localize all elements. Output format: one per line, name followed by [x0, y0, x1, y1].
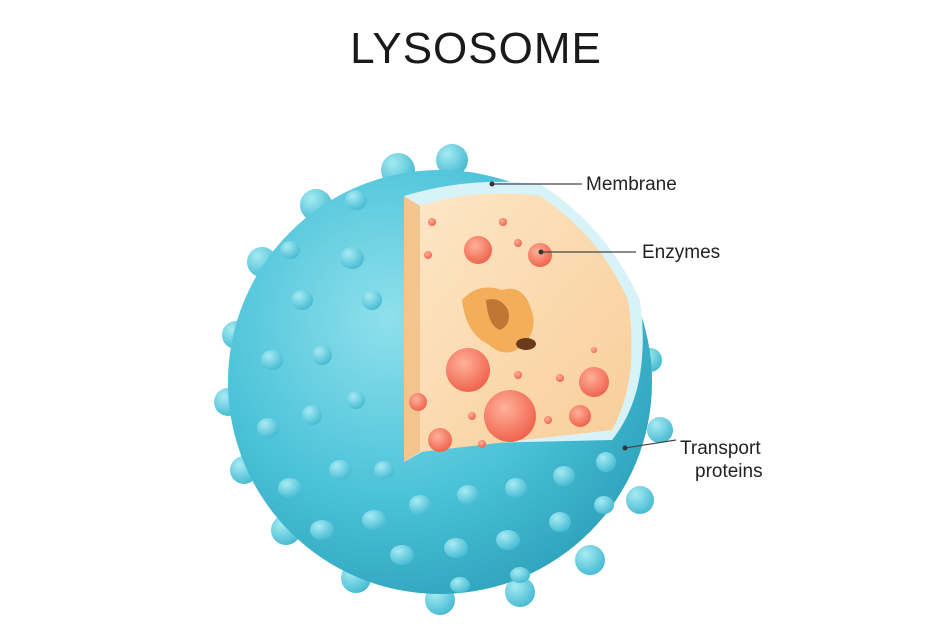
- transport-pointer-dot: [622, 445, 628, 451]
- enzymes-pointer-dot: [538, 249, 544, 255]
- label-membrane: Membrane: [586, 174, 677, 195]
- label-enzymes: Enzymes: [642, 242, 721, 263]
- label-transport-line2: proteins: [695, 461, 763, 482]
- membrane-pointer-dot: [489, 181, 495, 187]
- label-transport-line1: Transport: [680, 438, 761, 459]
- interior-wall: [404, 196, 420, 462]
- leader-lines: [492, 183, 677, 449]
- diagram-title: LYSOSOME: [350, 24, 602, 73]
- label-transport-proteins: Transport proteins: [680, 437, 763, 483]
- digested-particle: [462, 287, 536, 353]
- enzymes: [409, 218, 609, 452]
- surface-bumps: [257, 190, 616, 593]
